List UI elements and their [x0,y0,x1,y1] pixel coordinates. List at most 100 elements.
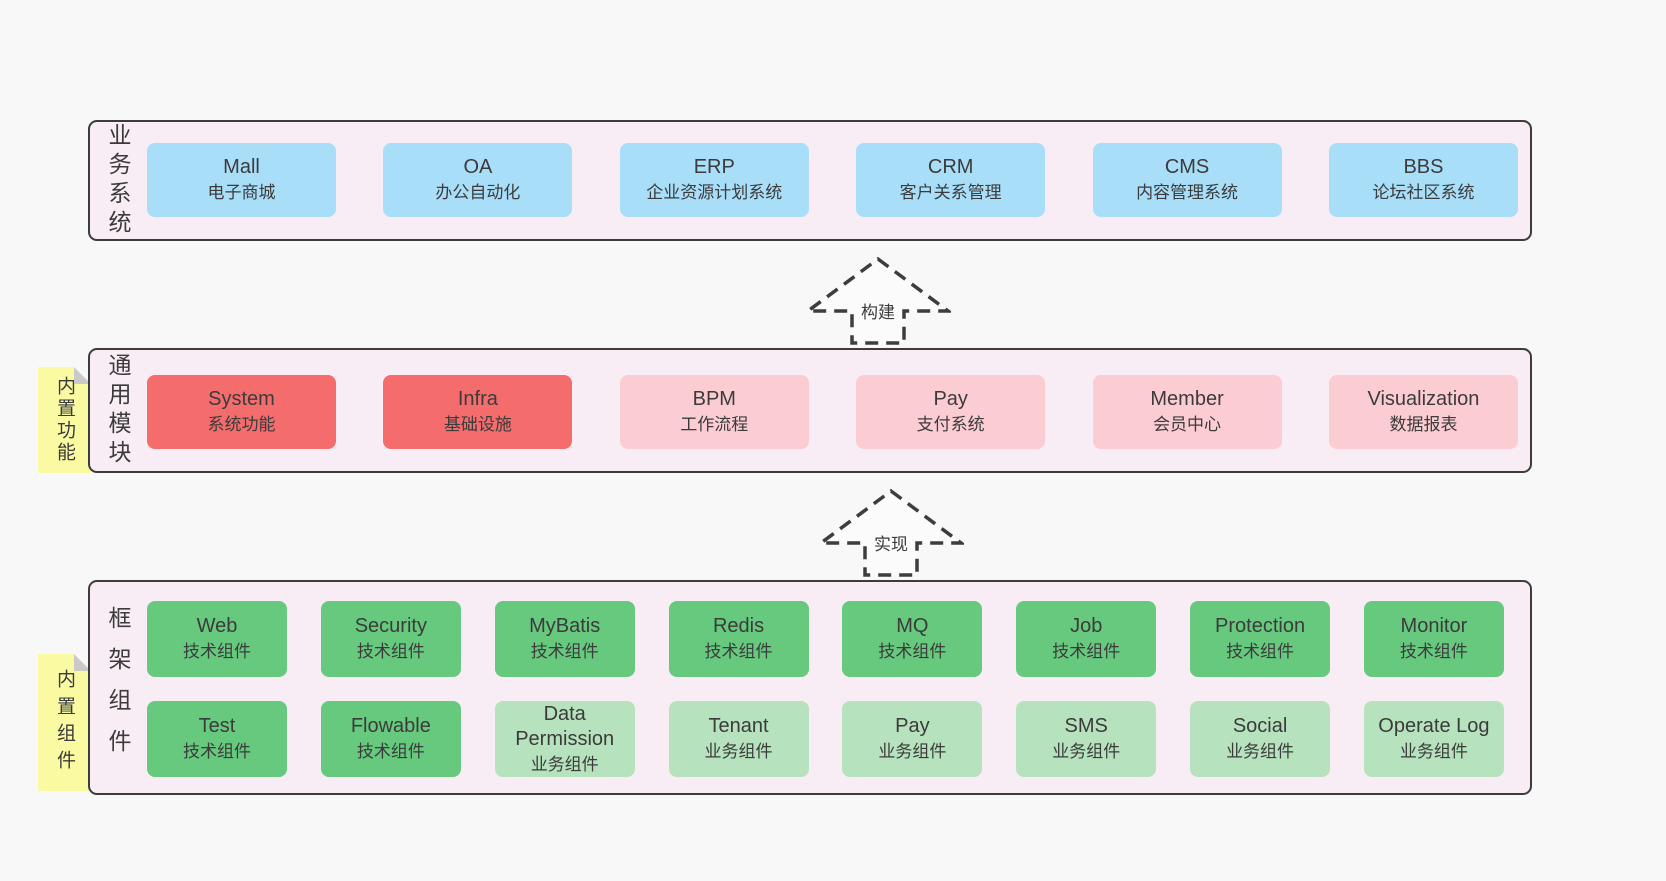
box-desc: 办公自动化 [435,183,521,202]
box-name: CMS [1164,156,1210,178]
box-system: System 系统功能 [147,375,336,449]
box-name: BBS [1403,156,1444,178]
box-visualization: Visualization 数据报表 [1328,375,1518,449]
box-desc: 客户关系管理 [899,183,1002,202]
box-desc: 电子商城 [207,183,276,202]
box-desc: 业务组件 [1399,742,1468,761]
box-desc: 技术组件 [1226,642,1295,661]
box-name: SMS [1064,715,1108,737]
box-desc: 业务组件 [704,742,773,761]
box-name: Infra [457,388,498,410]
box-pay-component: Pay 业务组件 [842,701,983,777]
box-member: Member 会员中心 [1092,375,1282,449]
box-redis: Redis 技术组件 [668,601,809,677]
box-name: Tenant [708,715,769,737]
sticky-note-built-in-functions: 内置功能 [38,367,91,473]
box-oa: OA 办公自动化 [383,143,573,217]
box-mall: Mall 电子商城 [147,143,336,217]
box-name: CRM [927,156,974,178]
box-name: Pay [895,715,930,737]
box-cms: CMS 内容管理系统 [1092,143,1282,217]
sticky-note-label: 内置功能 [54,376,75,464]
box-erp: ERP 企业资源计划系统 [619,143,809,217]
box-name: Data Permission [515,702,615,750]
box-desc: 基础设施 [443,415,512,434]
box-mybatis: MyBatis 技术组件 [494,601,635,677]
box-name: Mall [223,156,260,178]
box-tenant: Tenant 业务组件 [668,701,809,777]
box-name: MyBatis [529,615,601,637]
arrow-build: 构建 [805,256,951,346]
box-name: Flowable [350,715,431,737]
section-label: 业务系统 [105,122,131,239]
box-name: Protection [1215,615,1306,637]
box-desc: 技术组件 [878,642,947,661]
box-desc: 工作流程 [680,415,749,434]
box-name: Monitor [1400,615,1468,637]
box-data-permission: Data Permission 业务组件 [494,701,635,777]
box-name: BPM [692,388,736,410]
box-crm: CRM 客户关系管理 [856,143,1046,217]
arrow-implement-label: 实现 [818,530,964,555]
box-social: Social 业务组件 [1190,701,1331,777]
box-desc: 会员中心 [1153,415,1222,434]
box-desc: 业务组件 [1226,742,1295,761]
sticky-note-built-in-components: 内置组件 [38,654,91,791]
box-bbs: BBS 论坛社区系统 [1328,143,1518,217]
box-name: Operate Log [1378,715,1490,737]
box-desc: 技术组件 [183,742,251,761]
box-name: Redis [712,615,765,637]
box-name: MQ [896,615,929,637]
box-desc: 论坛社区系统 [1372,183,1475,202]
box-security: Security 技术组件 [320,601,461,677]
arrow-implement: 实现 [818,488,964,578]
section-framework-components: 框架组件 Web 技术组件 Security 技术组件 MyBatis 技术组件… [88,580,1532,795]
box-infra: Infra 基础设施 [383,375,573,449]
box-name: System [208,388,275,410]
section-label: 框架组件 [105,605,131,770]
box-name: OA [463,156,493,178]
box-web: Web 技术组件 [147,601,287,677]
box-desc: 技术组件 [530,642,599,661]
box-desc: 技术组件 [356,642,425,661]
box-bpm: BPM 工作流程 [619,375,809,449]
box-name: Pay [933,388,968,410]
box-mq: MQ 技术组件 [842,601,983,677]
box-desc: 数据报表 [1389,415,1458,434]
box-desc: 技术组件 [1399,642,1468,661]
box-name: Security [354,615,427,637]
box-desc: 技术组件 [1052,642,1121,661]
box-sms: SMS 业务组件 [1016,701,1157,777]
box-desc: 业务组件 [878,742,947,761]
box-operate-log: Operate Log 业务组件 [1363,701,1504,777]
dashed-up-arrow-icon [805,256,951,345]
sticky-note-label: 内置组件 [54,668,75,777]
box-desc: 技术组件 [704,642,773,661]
box-protection: Protection 技术组件 [1190,601,1331,677]
box-name: ERP [693,156,735,178]
box-desc: 业务组件 [530,754,599,774]
box-monitor: Monitor 技术组件 [1363,601,1504,677]
box-name: Job [1070,615,1103,637]
box-name: Member [1150,388,1224,410]
section-business-systems: 业务系统 Mall 电子商城 OA 办公自动化 ERP 企业资源计划系统 CRM… [88,120,1532,241]
dashed-up-arrow-icon [818,488,964,577]
box-name: Test [198,715,236,737]
arrow-build-label: 构建 [805,298,951,323]
box-pay: Pay 支付系统 [856,375,1046,449]
box-name: Web [196,615,238,637]
box-desc: 技术组件 [356,742,425,761]
box-desc: 支付系统 [916,415,985,434]
section-label: 通用模块 [105,352,131,469]
box-desc: 系统功能 [207,415,276,434]
box-test: Test 技术组件 [147,701,287,777]
section-common-modules: 通用模块 System 系统功能 Infra 基础设施 BPM 工作流程 Pay… [88,348,1532,473]
box-job: Job 技术组件 [1016,601,1157,677]
box-name: Visualization [1367,388,1480,410]
box-desc: 企业资源计划系统 [646,183,783,202]
box-desc: 业务组件 [1052,742,1121,761]
box-desc: 内容管理系统 [1136,183,1239,202]
box-name: Social [1232,715,1288,737]
box-desc: 技术组件 [183,642,251,661]
